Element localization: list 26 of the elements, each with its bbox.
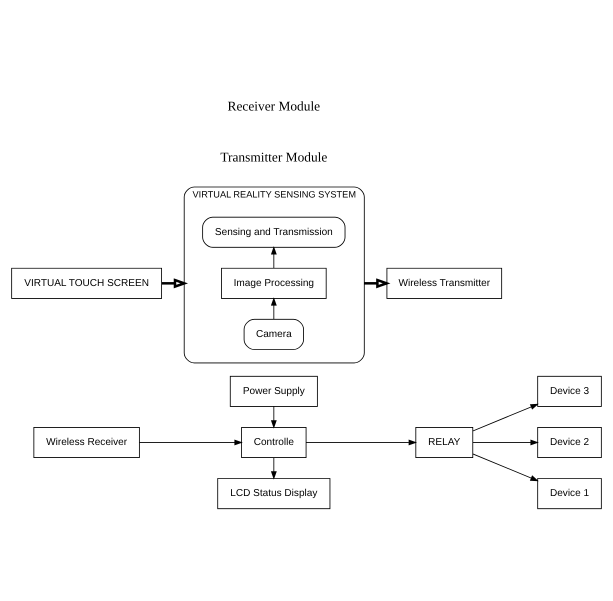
arrow (270, 297, 277, 320)
node-box: Device 1 (537, 478, 602, 510)
arrow (270, 246, 277, 269)
node-box: Device 3 (537, 376, 602, 407)
arrow (270, 406, 277, 429)
label: Transmitter Module (220, 150, 328, 165)
label: Receiver Module (228, 98, 320, 114)
arrow (364, 278, 390, 288)
node-box: Camera (244, 318, 304, 350)
arrow (472, 440, 539, 446)
node-box: Controlle (241, 426, 306, 458)
arrow (472, 454, 539, 482)
node-box: Power Supply (230, 376, 318, 407)
node-box: Wireless Receiver (33, 426, 140, 458)
node-box: LCD Status Display (217, 478, 330, 510)
node-box: Device 2 (537, 426, 602, 458)
arrow (472, 404, 539, 432)
node-box: Sensing and Transmission (202, 216, 346, 248)
node-box: Wireless Transmitter (386, 268, 502, 299)
arrow (139, 440, 243, 446)
arrow (306, 440, 418, 446)
arrow (270, 457, 277, 480)
node-box: VIRTUAL TOUCH SCREEN (11, 268, 162, 299)
node-box: Image Processing (221, 268, 327, 299)
arrow (162, 278, 188, 288)
node-box: RELAY (415, 426, 474, 458)
